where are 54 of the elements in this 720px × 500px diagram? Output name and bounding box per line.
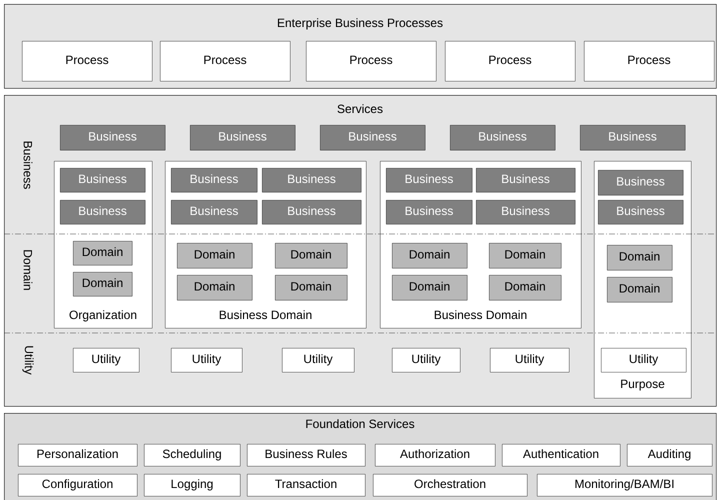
domain-box: Domain <box>607 244 672 270</box>
utility-box: Utility <box>73 348 140 372</box>
service-box: Business <box>171 168 258 192</box>
service-box: Logging <box>144 474 240 496</box>
domain-box: Domain <box>73 241 132 266</box>
domain-box: Domain <box>489 275 562 300</box>
service-box: Authentication <box>502 444 620 466</box>
service-box: Personalization <box>18 444 138 466</box>
process-box: Process <box>160 40 290 82</box>
service-box: Business <box>171 200 258 224</box>
process-box: Process <box>584 40 714 82</box>
service-box: Business Rules <box>247 444 366 466</box>
service-box: Business <box>476 168 576 192</box>
domain-box: Domain <box>392 242 468 268</box>
domain-box: Domain <box>177 275 252 300</box>
utility-box: Utility <box>282 348 354 372</box>
domain-box: Domain <box>275 242 348 268</box>
service-box: Business <box>320 125 426 150</box>
service-box: Business <box>598 200 684 224</box>
utility-box: Utility <box>392 348 460 372</box>
service-box: Business <box>598 170 684 196</box>
service-box: Business <box>450 125 556 150</box>
row-label: Business <box>24 142 32 189</box>
domain-box: Domain <box>489 242 562 268</box>
domain-box: Domain <box>392 275 468 300</box>
utility-box: Utility <box>601 348 686 372</box>
service-box: Business <box>60 200 146 224</box>
service-box: Business <box>386 200 472 224</box>
service-box: Orchestration <box>373 474 528 496</box>
domain-box: Domain <box>177 242 252 268</box>
service-box: Monitoring/BAM/BI <box>537 474 712 496</box>
domain-box: Domain <box>275 275 348 300</box>
process-box: Process <box>22 40 152 82</box>
service-box: Transaction <box>247 474 366 496</box>
domain-box: Domain <box>607 277 672 302</box>
process-box: Process <box>445 40 576 82</box>
utility-box: Utility <box>490 348 570 372</box>
service-box: Business <box>262 200 362 224</box>
service-box: Business <box>580 125 686 150</box>
service-box: Business <box>262 168 362 192</box>
service-box: Scheduling <box>144 444 240 466</box>
service-box: Auditing <box>627 444 712 466</box>
service-box: Business <box>386 168 472 192</box>
service-box: Business <box>60 168 146 192</box>
service-box: Configuration <box>18 474 138 496</box>
process-box: Process <box>306 40 436 82</box>
row-label: Utility <box>22 346 34 375</box>
row-label: Domain <box>24 250 32 290</box>
service-box: Business <box>190 125 296 150</box>
service-box: Business <box>60 125 166 150</box>
domain-box: Domain <box>73 272 132 296</box>
service-box: Business <box>476 200 576 224</box>
utility-box: Utility <box>171 348 242 372</box>
service-box: Authorization <box>375 444 496 466</box>
